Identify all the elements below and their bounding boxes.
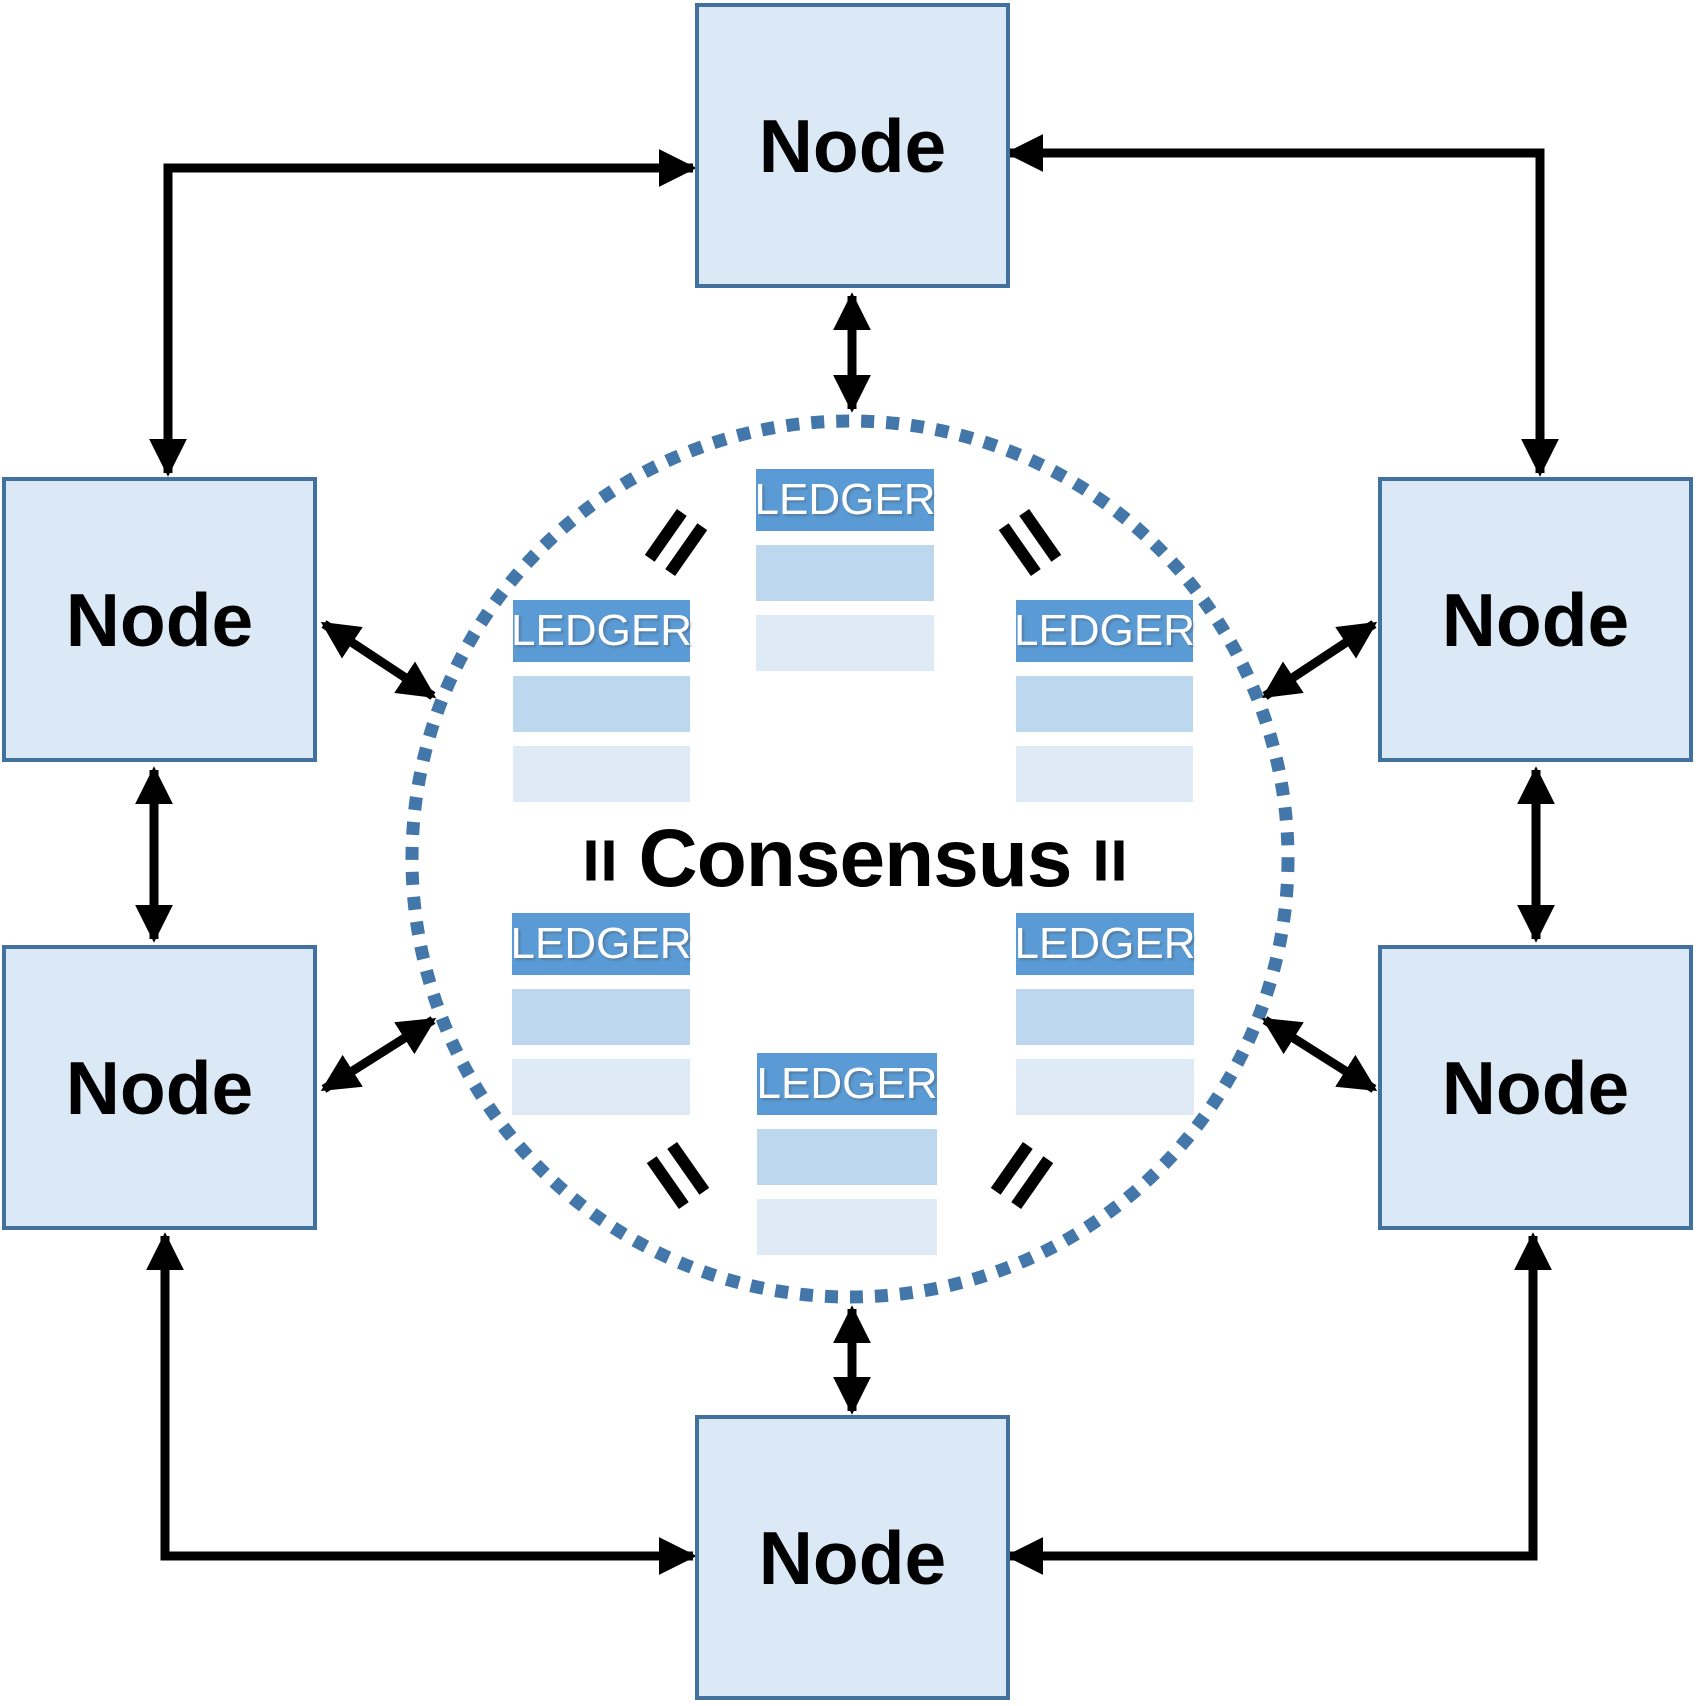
consensus-label: Consensus — [638, 813, 1073, 904]
node-label: Node — [758, 103, 947, 188]
node-box-lower-right: Node — [1378, 945, 1693, 1230]
consensus-boundary-circle — [405, 414, 1295, 1304]
node-label: Node — [65, 1045, 254, 1130]
ledger-header: LEDGER — [1015, 913, 1195, 975]
ledger-header: LEDGER — [1014, 600, 1195, 662]
ledger-row — [513, 746, 690, 802]
ledger-row — [756, 615, 934, 671]
ledger-table-lower-right: LEDGER — [1015, 913, 1195, 1115]
node-box-top: Node — [695, 3, 1010, 288]
arrow-elbow-bottom-right — [1005, 1232, 1552, 1575]
node-label: Node — [1441, 1045, 1630, 1130]
node-label: Node — [758, 1515, 947, 1600]
arrow-elbow-top-right — [1005, 134, 1559, 477]
ledger-header: LEDGER — [511, 600, 692, 662]
ledger-row — [512, 989, 690, 1045]
ledger-row — [756, 545, 934, 601]
node-label: Node — [1441, 577, 1630, 662]
ledger-row — [512, 1059, 690, 1115]
ledger-row — [1016, 746, 1193, 802]
ledger-row — [757, 1199, 937, 1255]
ledger-row — [1016, 1059, 1194, 1115]
ledger-header: LEDGER — [757, 1053, 937, 1115]
ledger-row — [1016, 676, 1193, 732]
arrow-upper-left-node-to-circle — [320, 620, 437, 700]
arrow-elbow-top-left — [149, 149, 697, 477]
ledger-row — [757, 1129, 937, 1185]
node-box-bottom: Node — [695, 1415, 1010, 1700]
ledger-table-upper-left: LEDGER — [511, 600, 692, 802]
arrow-upper-right-node-to-circle — [1261, 620, 1378, 700]
ledger-table-top: LEDGER — [755, 469, 935, 671]
arrow-lower-left-node-to-circle — [320, 1016, 437, 1093]
ledger-row — [1016, 989, 1194, 1045]
node-box-lower-left: Node — [2, 945, 317, 1230]
node-box-upper-right: Node — [1378, 477, 1693, 762]
node-label: Node — [65, 577, 254, 662]
ledger-table-lower-left: LEDGER — [511, 913, 691, 1115]
ledger-table-upper-right: LEDGER — [1014, 600, 1195, 802]
ledger-table-bottom: LEDGER — [757, 1053, 937, 1255]
ledger-header: LEDGER — [511, 913, 691, 975]
ledger-row — [513, 676, 690, 732]
node-box-upper-left: Node — [2, 477, 317, 762]
arrow-lower-right-node-to-circle — [1261, 1016, 1378, 1093]
ledger-header: LEDGER — [755, 469, 935, 531]
arrow-elbow-bottom-left — [146, 1232, 697, 1575]
